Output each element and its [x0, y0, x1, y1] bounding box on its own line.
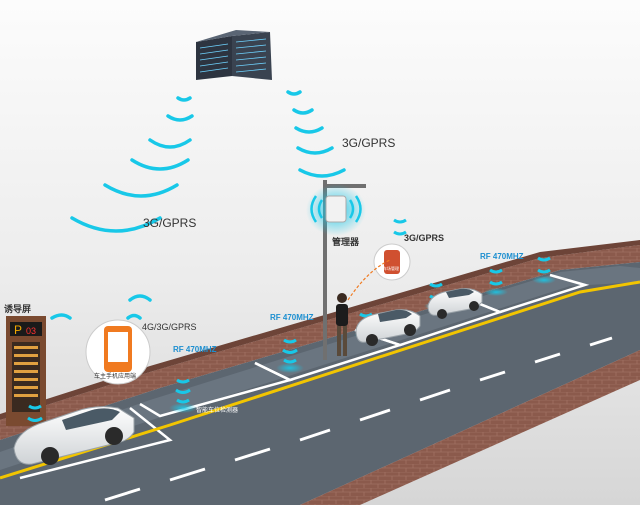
car-back: [427, 288, 483, 319]
sidewalk-back: [0, 245, 640, 440]
server-rack-icon: [196, 30, 272, 80]
signal-arcs-right: [286, 90, 346, 178]
wireless-router-icon: [306, 184, 366, 236]
parking-sensor-icon: [276, 338, 304, 373]
smartphone-icon: 车主手机应用端: [85, 319, 151, 385]
road: [0, 262, 640, 505]
person-icon: [336, 293, 348, 356]
parking-sensor-icon: [393, 218, 407, 236]
parking-sensor-icon: [532, 256, 556, 284]
sign-p-label: P: [14, 323, 22, 337]
car-middle: [355, 309, 421, 346]
phone-link-line: [347, 259, 391, 301]
guide-screen-label: 诱导屏: [4, 303, 31, 314]
parking-slot-lines: [19, 273, 590, 480]
phone-caption-small: 车场管理: [383, 265, 399, 271]
manager-label: 管理器: [332, 236, 360, 247]
gprs-left-label: 3G/GPRS: [143, 216, 196, 230]
gprs-top-label: 3G/GPRS: [342, 136, 395, 150]
slot-detector-label: 智能车位检测器: [196, 406, 238, 414]
gprs-phone-label: 3G/GPRS: [404, 233, 444, 243]
parking-sensor-icon: [169, 378, 197, 413]
sidewalk-front: [300, 350, 640, 505]
guidance-screen-icon: P 03: [6, 316, 46, 426]
parking-sensor-icon: [484, 268, 508, 296]
dashed-center-line: [104, 336, 613, 502]
rf-label-3: RF 470MHZ: [480, 252, 524, 261]
phone-caption: 车主手机应用端: [94, 372, 136, 380]
signal-arcs-phone-up: [50, 294, 152, 320]
sign-count: 03: [26, 326, 36, 336]
mobile-4g-label: 4G/3G/GPRS: [142, 322, 197, 332]
signal-arcs-left: [70, 96, 194, 233]
rf-label-1: RF 470MHZ: [173, 345, 217, 354]
phone-bubble-small: 车场管理: [373, 243, 411, 281]
car-front: [13, 406, 135, 465]
rf-label-2: RF 470MHZ: [270, 313, 314, 322]
yellow-lane-line: [0, 280, 640, 480]
